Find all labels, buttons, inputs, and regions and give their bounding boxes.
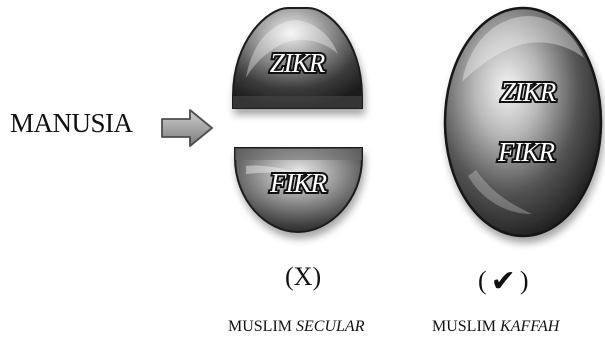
incorrect-mark: (X) [285,262,321,292]
fikr-label-whole: FIKR [497,137,555,167]
mark-close-paren: ) [312,262,322,291]
zikr-label-whole: ZIKR [501,77,557,107]
zikr-half-shape [232,7,363,109]
caption-prefix: MUSLIM [432,318,497,335]
caption-emphasis: KAFFAH [500,318,560,335]
mark-open-paren: ( [285,262,294,291]
manusia-label: MANUSIA [10,108,133,138]
checkmark-icon: ✔ [490,264,516,299]
zikr-fikr-whole-shape [443,6,603,238]
zikr-label-split: ZIKR [270,48,326,78]
arrow-right-icon [161,109,213,147]
caption-prefix: MUSLIM [228,318,293,335]
muslim-secular-caption: MUSLIM SECULAR [228,318,364,336]
fikr-half-shape [234,147,363,234]
x-mark-icon: X [293,262,313,291]
mark-open-paren: ( [478,266,487,295]
caption-emphasis: SECULAR [296,318,365,335]
muslim-kaffah-caption: MUSLIM KAFFAH [432,318,559,336]
fikr-label-split: FIKR [269,168,327,198]
correct-mark: (✔) [478,262,529,299]
mark-close-paren: ) [519,266,529,295]
